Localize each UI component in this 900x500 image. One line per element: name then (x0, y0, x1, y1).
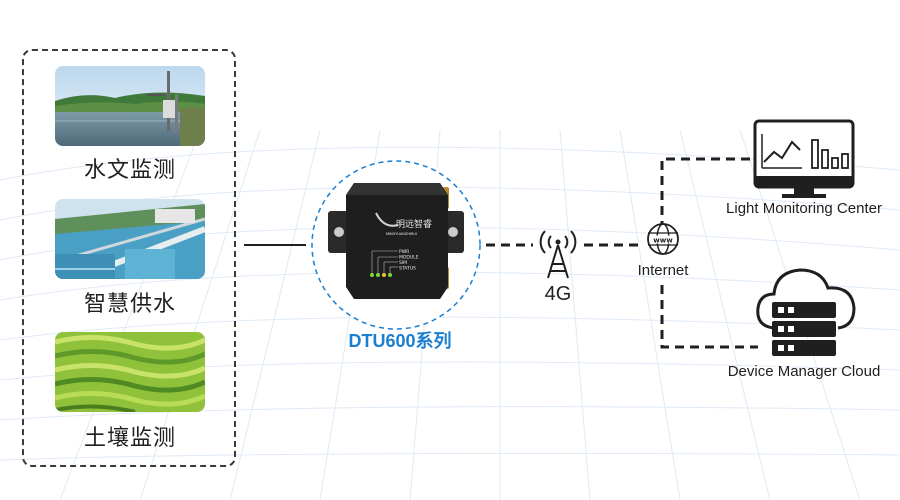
cell-tower-icon (539, 230, 577, 279)
indicator-pwr: PWR (399, 249, 409, 255)
indicator-sim: SIM (399, 260, 407, 266)
cloud-server-icon (756, 268, 856, 356)
cellular-label: 4G (544, 283, 572, 305)
monitor-icon (753, 119, 855, 198)
indicator-module: MODULE (399, 255, 419, 261)
device-brand-sub: MINGYUANZHIRUI (386, 232, 417, 236)
rice-terrace-photo (55, 332, 205, 412)
dtu-device: 明远智睿 MINGYUANZHIRUI PWR MODULE SIM STATU… (311, 160, 481, 330)
applications-panel (22, 49, 236, 467)
device-brand: 明远智睿 (396, 218, 432, 230)
river-monitoring-photo (55, 66, 205, 146)
cloud-label: Device Manager Cloud (727, 363, 881, 380)
globe-icon: www (647, 223, 679, 255)
indicator-lights (370, 250, 398, 277)
device-caption: DTU600系列 (348, 331, 452, 351)
monitoring-center-label: Light Monitoring Center (726, 200, 882, 217)
brand-logo-icon (375, 212, 399, 227)
www-text: www (653, 237, 673, 245)
water-plant-photo (55, 199, 205, 279)
app-label-hydrology: 水文监测 (83, 158, 176, 183)
app-label-water-supply: 智慧供水 (83, 292, 176, 317)
internet-label: Internet (637, 262, 689, 279)
indicator-status: STATUS (399, 266, 416, 272)
app-label-soil: 土壤监测 (83, 426, 176, 451)
